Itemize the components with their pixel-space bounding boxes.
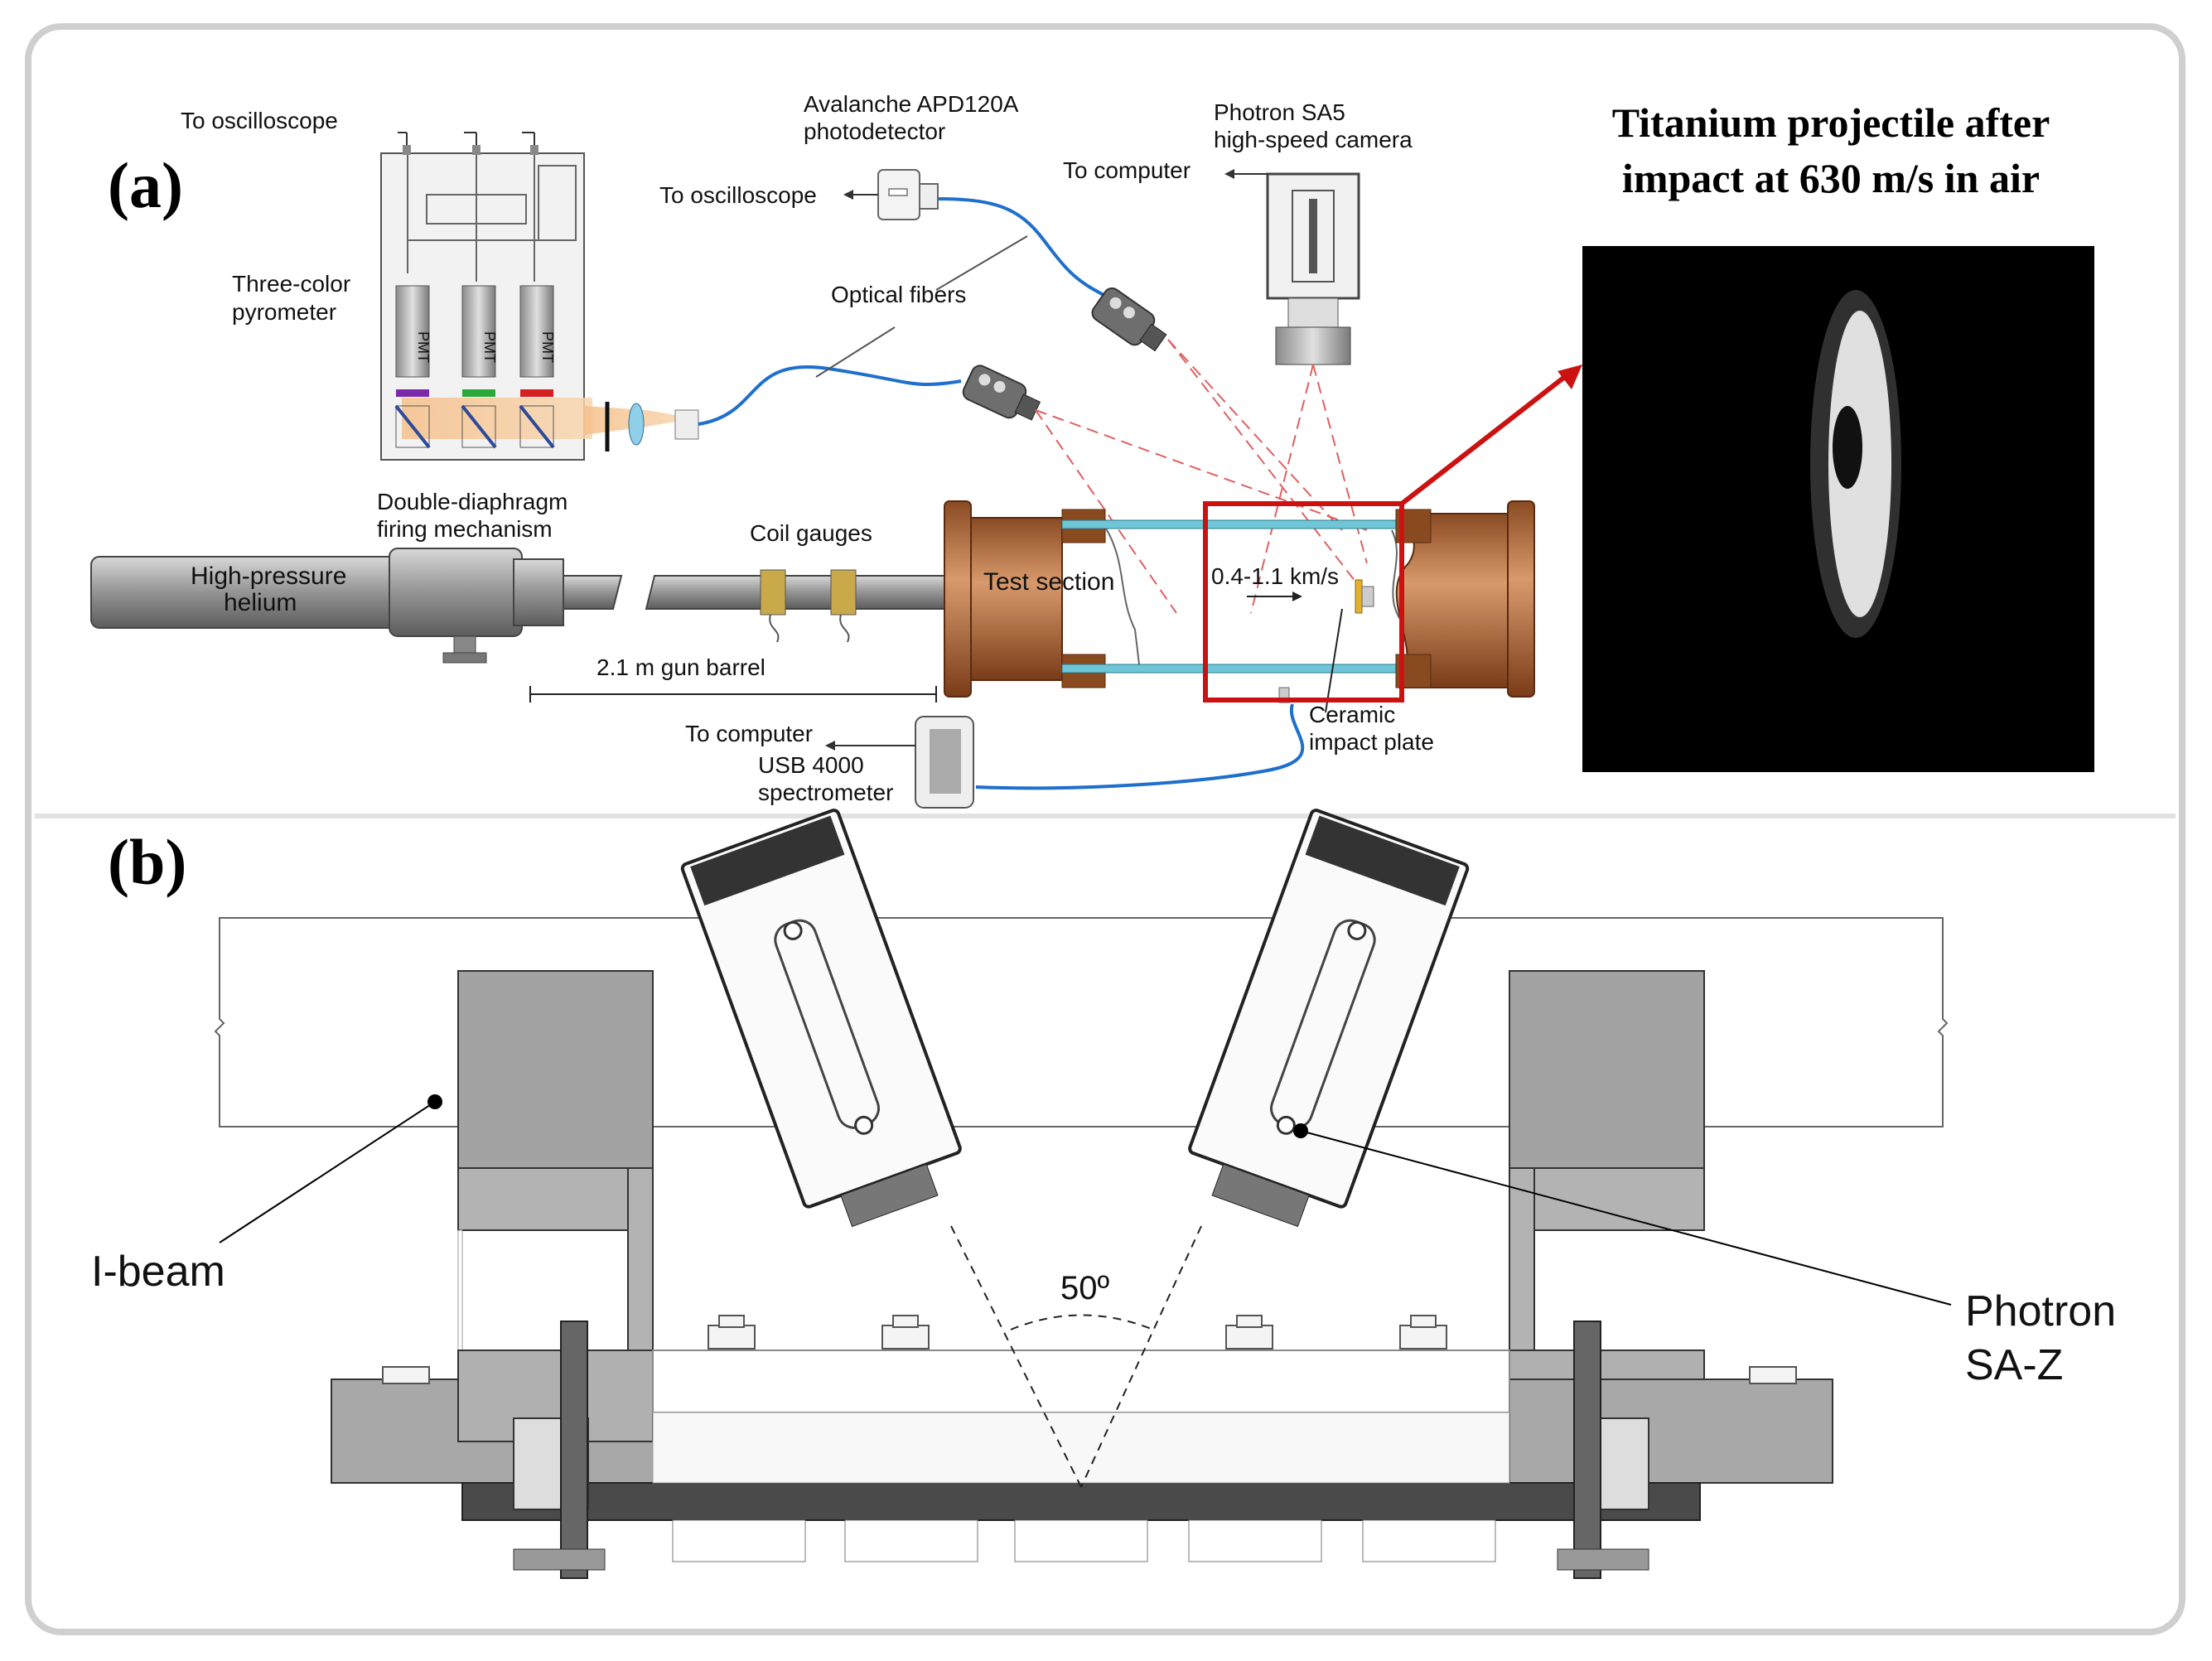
left-support xyxy=(457,970,654,1409)
test-section-label: Test section xyxy=(983,568,1114,596)
panel-label-b: (b) xyxy=(108,826,186,898)
to-computer-label-1: To computer xyxy=(1063,157,1191,183)
usb4000-label-1: USB 4000 xyxy=(758,752,864,778)
barrel-dimension xyxy=(529,686,937,703)
saz-label-2: SA-Z xyxy=(1965,1341,2063,1389)
highlight-arrow xyxy=(1400,370,1572,506)
photron-sa5-label-2: high-speed camera xyxy=(1214,127,1413,152)
panel-label-a: (a) xyxy=(108,149,183,221)
saz-label-1: Photron xyxy=(1965,1287,2116,1335)
double-diaphragm-label-2: firing mechanism xyxy=(377,516,553,542)
arrow-icon xyxy=(1558,365,1582,389)
gas-gun xyxy=(90,548,945,664)
projectile-glow xyxy=(1810,290,1901,638)
arrow-icon xyxy=(825,741,835,751)
i-beam xyxy=(214,917,1949,1127)
usb4000-label-2: spectrometer xyxy=(758,780,893,805)
fiber-collimator-2 xyxy=(1091,287,1167,352)
impact-highlight-box xyxy=(1203,501,1404,703)
optical-fibers-label: Optical fibers xyxy=(831,282,966,307)
test-section xyxy=(944,500,1535,703)
inset-title-2: impact at 630 m/s in air xyxy=(1622,155,2040,201)
to-oscilloscope-label-2: To oscilloscope xyxy=(659,182,817,208)
speed-label: 0.4-1.1 km/s xyxy=(1211,563,1339,589)
high-pressure-label-2: helium xyxy=(224,589,297,616)
pmt-label-1: PMT xyxy=(415,331,432,363)
photron-saz-left xyxy=(680,809,962,1228)
arrow-icon xyxy=(843,190,853,200)
arrow-icon xyxy=(1224,169,1234,179)
ceramic-leader xyxy=(1325,608,1343,713)
ceramic-label-2: impact plate xyxy=(1309,729,1434,755)
avalanche-label-2: photodetector xyxy=(804,118,945,144)
to-computer-label-2: To computer xyxy=(685,721,813,746)
photron-sa5-camera xyxy=(1266,172,1360,365)
pyrometer-label-2: pyrometer xyxy=(232,299,336,325)
nuts xyxy=(382,1315,1797,1384)
ceramic-label-1: Ceramic xyxy=(1309,702,1395,727)
ibeam-leader xyxy=(219,1101,436,1243)
pmt-label-3: PMT xyxy=(539,331,556,363)
photron-sa5-label-1: Photron SA5 xyxy=(1214,99,1345,125)
ibeam-label: I-beam xyxy=(91,1248,225,1296)
three-color-pyrometer: PMT PMT PMT xyxy=(380,145,699,461)
fiber-leader-2 xyxy=(935,235,1028,291)
high-pressure-label-1: High-pressure xyxy=(191,563,346,590)
base-rails xyxy=(331,1350,1833,1562)
fiber-collimator-1 xyxy=(962,365,1041,421)
double-diaphragm-label-1: Double-diaphragm xyxy=(377,489,567,514)
avalanche-label-1: Avalanche APD120A xyxy=(804,91,1019,117)
to-oscilloscope-label-1: To oscilloscope xyxy=(181,108,338,133)
apd-photodetector xyxy=(877,169,939,220)
pyrometer-label-1: Three-color xyxy=(232,271,350,297)
right-support xyxy=(1509,970,1705,1409)
usb4000-spectrometer xyxy=(915,716,974,809)
coil-gauges-label: Coil gauges xyxy=(750,520,872,546)
view-lines xyxy=(1035,339,1368,614)
view-angle-lines xyxy=(950,1225,1202,1488)
oscilloscope-arrows xyxy=(398,132,535,145)
pmt-label-2: PMT xyxy=(481,331,498,363)
saz-leader xyxy=(1300,1130,1952,1306)
inset-title-1: Titanium projectile after xyxy=(1612,99,2050,146)
gun-barrel-label: 2.1 m gun barrel xyxy=(596,654,766,680)
angle-label: 50º xyxy=(1060,1270,1109,1306)
arrow-icon xyxy=(1292,591,1302,601)
anchor-bolts xyxy=(513,1321,1649,1579)
fiber-leader-1 xyxy=(815,326,896,378)
photron-saz-right xyxy=(1188,809,1470,1228)
